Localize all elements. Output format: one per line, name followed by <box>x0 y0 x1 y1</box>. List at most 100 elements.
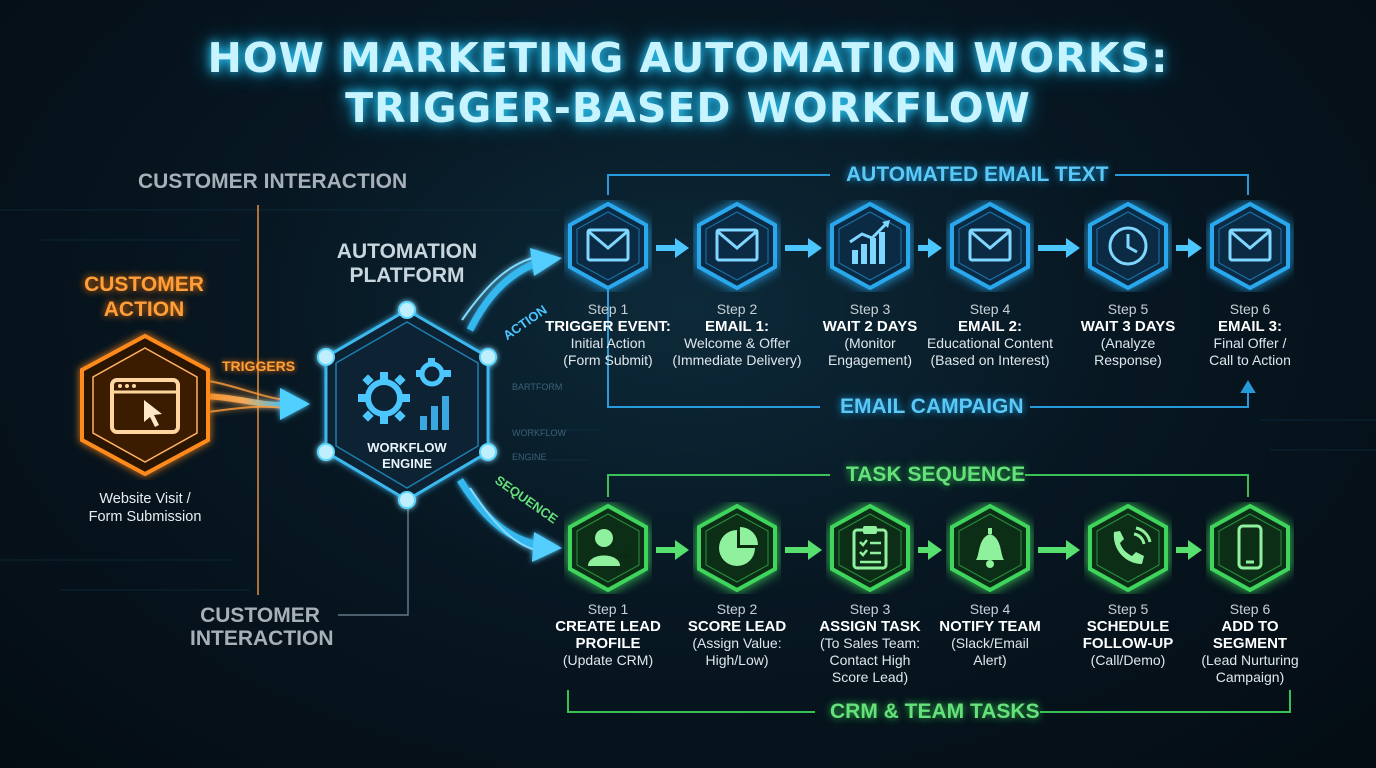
step-number: Step 3 <box>849 601 891 617</box>
clipboard-icon <box>852 526 888 570</box>
workflow-engine-label: WORKFLOW ENGINE <box>352 440 462 472</box>
browser-cursor-icon <box>110 378 180 434</box>
platform-title-line-1: AUTOMATION <box>336 240 478 263</box>
envelope-icon <box>586 228 630 262</box>
page-title-line-1: HOW MARKETING AUTOMATION WORKS: <box>207 34 1169 82</box>
action-desc-line-2: Form Submission <box>88 509 202 525</box>
flow-arrow-head <box>1188 238 1202 258</box>
customer-action-label: CUSTOMER ACTION <box>70 272 218 322</box>
customer-interaction-bottom-line-1: CUSTOMER <box>200 604 320 627</box>
customer-action-description: Website Visit / Form Submission <box>70 490 220 526</box>
step-description: (Based on Interest) <box>930 352 1050 368</box>
step-description: Contact High <box>829 652 911 668</box>
step-heading: ADD TO <box>1221 618 1279 635</box>
step-heading: SCORE LEAD <box>687 618 787 635</box>
engine-line-2: ENGINE <box>382 456 432 471</box>
customer-interaction-bottom-label: CUSTOMER INTERACTION <box>190 604 334 650</box>
gears-chart-icon <box>358 358 451 430</box>
step-number: Step 5 <box>1107 601 1149 617</box>
step-description: Campaign) <box>1215 669 1285 685</box>
flow-arrow-head <box>808 540 822 560</box>
step-description: (Form Submit) <box>563 352 653 368</box>
customer-action-hexagon <box>80 333 210 477</box>
step-heading: WAIT 3 DAYS <box>1080 318 1176 335</box>
step-description: (Analyze <box>1100 335 1156 351</box>
automation-platform-label: AUTOMATION PLATFORM <box>332 240 482 288</box>
step-description: Welcome & Offer <box>683 335 791 351</box>
task-track-heading: TASK SEQUENCE <box>846 463 1026 486</box>
flow-arrow-head <box>928 540 942 560</box>
step-number: Step 6 <box>1229 601 1271 617</box>
step-heading: SCHEDULE <box>1086 618 1170 635</box>
mobile-icon <box>1237 524 1263 570</box>
flow-arrow-head <box>1066 238 1080 258</box>
step-number: Step 1 <box>587 301 629 317</box>
faint-label-1: BARTFORM <box>512 382 563 392</box>
step-number: Step 4 <box>969 601 1011 617</box>
green-step-3-node <box>826 502 914 594</box>
customer-action-line-2: ACTION <box>103 298 185 321</box>
step-description: (Lead Nurturing <box>1201 652 1299 668</box>
step-description: Alert) <box>973 652 1007 668</box>
blue-step-2-node <box>693 200 781 292</box>
email-track-heading: AUTOMATED EMAIL TEXT <box>846 163 1109 186</box>
flow-arrow-head <box>928 238 942 258</box>
step-number: Step 5 <box>1107 301 1149 317</box>
step-number: Step 2 <box>716 301 758 317</box>
action-desc-line-1: Website Visit / <box>99 491 191 507</box>
green-step-4-node <box>946 502 1034 594</box>
page-title-line-2: TRIGGER-BASED WORKFLOW <box>345 84 1031 132</box>
step-heading: EMAIL 2: <box>958 318 1022 335</box>
envelope-icon <box>968 228 1012 262</box>
phone-icon <box>1113 526 1152 564</box>
blue-step-1-node <box>564 200 652 292</box>
engine-line-1: WORKFLOW <box>367 440 447 455</box>
step-description: Call to Action <box>1209 352 1291 368</box>
step-description: Final Offer / <box>1213 335 1287 351</box>
step-description: Educational Content <box>926 335 1054 351</box>
step-description: (Call/Demo) <box>1090 652 1166 668</box>
user-add-icon <box>588 529 630 566</box>
step-number: Step 3 <box>849 301 891 317</box>
step-heading: NOTIFY TEAM <box>939 618 1041 635</box>
blue-step-3-node <box>826 200 914 292</box>
bell-icon <box>976 528 1004 568</box>
step-description: (To Sales Team: <box>819 635 921 651</box>
flow-arrow-head <box>1066 540 1080 560</box>
step-heading: EMAIL 1: <box>705 318 769 335</box>
faint-label-3: ENGINE <box>512 452 547 462</box>
triggers-label: TRIGGERS <box>222 358 296 374</box>
green-step-5-node <box>1084 502 1172 594</box>
flow-arrow-head <box>1188 540 1202 560</box>
step-heading: ASSIGN TASK <box>819 618 921 635</box>
flow-arrow-head <box>808 238 822 258</box>
step-description: (Monitor <box>844 335 896 351</box>
pie-chart-icon <box>719 527 758 566</box>
platform-title-line-2: PLATFORM <box>349 264 465 287</box>
step-number: Step 4 <box>969 301 1011 317</box>
customer-interaction-bottom-line-2: INTERACTION <box>190 627 334 650</box>
envelope-icon <box>1228 228 1272 262</box>
step-number: Step 1 <box>587 601 629 617</box>
task-track-footer: CRM & TEAM TASKS <box>830 700 1040 723</box>
blue-step-5-node <box>1084 200 1172 292</box>
step-description: Initial Action <box>570 335 646 351</box>
flow-arrow-head <box>675 238 689 258</box>
step-heading: TRIGGER EVENT: <box>545 318 671 335</box>
customer-action-line-1: CUSTOMER <box>84 273 204 296</box>
step-description: (Assign Value: <box>692 635 782 651</box>
faint-label-2: WORKFLOW <box>512 428 566 438</box>
clock-icon <box>1108 226 1148 266</box>
step-description: Response) <box>1094 352 1162 368</box>
step-heading: CREATE LEAD <box>555 618 661 635</box>
step-heading: PROFILE <box>575 635 641 652</box>
step-description: (Immediate Delivery) <box>672 352 802 368</box>
flow-arrow-head <box>675 540 689 560</box>
